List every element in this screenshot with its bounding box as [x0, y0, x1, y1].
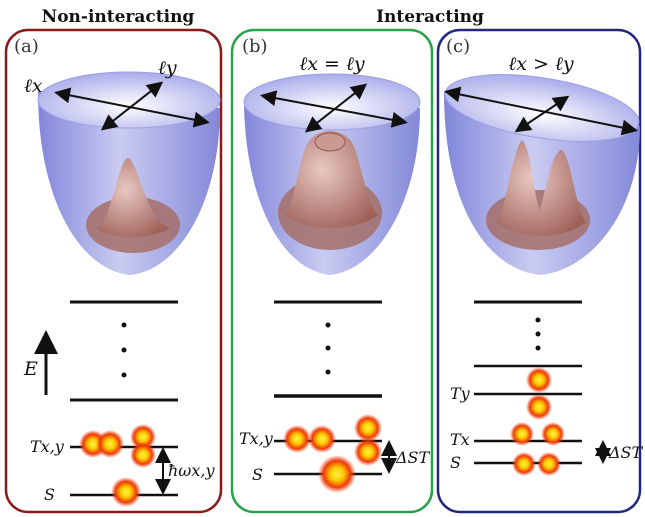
- level-s-label: S: [44, 485, 55, 504]
- orbital-blob: [111, 477, 141, 507]
- orbital-blob: [512, 452, 536, 476]
- level-s-label: S: [450, 453, 461, 472]
- orbital-blob: [96, 430, 124, 458]
- panel-c-title: ℓx > ℓy: [508, 53, 574, 75]
- orbital-blob: [130, 442, 156, 468]
- orbital-blob: [318, 455, 356, 493]
- panel-a-levels: E Tx,y S ħωx,y: [23, 300, 215, 507]
- density-peak: [96, 158, 170, 237]
- axis-y-label: ℓy: [158, 57, 177, 79]
- spacing-label: ħωx,y: [168, 461, 215, 480]
- panel-a-label: (a): [14, 36, 39, 57]
- orbital-blob: [537, 452, 561, 476]
- orbital-blob: [283, 425, 311, 453]
- energy-axis-label: E: [23, 358, 38, 380]
- header-interacting: Interacting: [376, 7, 484, 27]
- level-tx-label: Tx: [450, 430, 470, 449]
- gap-label: ΔST: [395, 448, 431, 467]
- level-txy-label: Tx,y: [239, 429, 274, 448]
- panel-c-bowl: ℓx > ℓy: [444, 53, 640, 275]
- panel-b-bowl: ℓx = ℓy: [243, 53, 421, 275]
- panel-b-title: ℓx = ℓy: [299, 53, 365, 75]
- orbital-blob: [354, 414, 382, 442]
- axis-x-label: ℓx: [24, 75, 43, 97]
- level-s-label: S: [252, 465, 263, 484]
- panel-b-levels: Tx,y S ΔST: [239, 300, 431, 493]
- orbital-blob: [130, 424, 156, 450]
- panel-c-levels: Ty Tx S ΔST: [450, 300, 644, 476]
- orbital-blob: [354, 438, 382, 466]
- orbital-blob: [526, 394, 552, 420]
- panel-c-label: (c): [446, 36, 470, 57]
- panel-b-frame: [230, 28, 434, 514]
- orbital-blob: [308, 425, 336, 453]
- density-double-peak: [496, 140, 586, 236]
- orbital-blob: [526, 367, 552, 393]
- orbital-blob: [541, 422, 565, 446]
- panel-a-frame: [4, 28, 223, 514]
- level-ty-label: Ty: [450, 384, 471, 403]
- header-non-interacting: Non-interacting: [42, 7, 195, 27]
- axis-y-arrow: [100, 81, 164, 131]
- panel-a-bowl: ℓx ℓy: [24, 57, 221, 275]
- density-ring: [285, 131, 378, 228]
- panel-c-frame: [436, 28, 642, 514]
- panel-b-label: (b): [242, 36, 268, 57]
- gap-label: ΔST: [608, 443, 644, 462]
- orbital-blob: [510, 422, 534, 446]
- level-txy-label: Tx,y: [30, 437, 65, 456]
